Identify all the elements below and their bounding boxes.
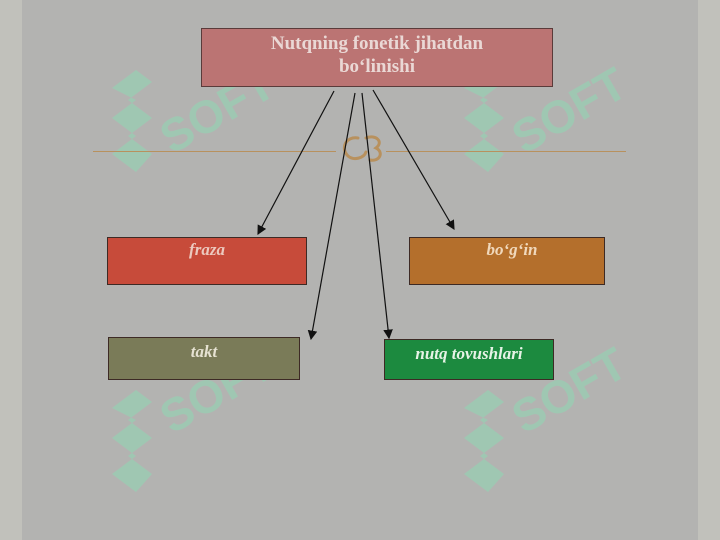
node-takt: takt [108,337,300,380]
title-box: Nutqning fonetik jihatdan bo‘linishi [201,28,553,87]
title-line-1: Nutqning fonetik jihatdan [270,33,484,54]
node-bogin: bo‘g‘in [409,237,605,285]
arrow-to-fraza [257,90,335,236]
node-fraza: fraza [107,237,307,285]
arrow-to-nutq-tovushlari [361,92,393,340]
arrow-to-bogin [372,89,455,231]
ornament-icon [336,128,386,168]
title-line-2: bo‘linishi [338,56,416,77]
arrow-to-takt [307,92,356,341]
node-nutq-tovushlari: nutq tovushlari [384,339,554,380]
